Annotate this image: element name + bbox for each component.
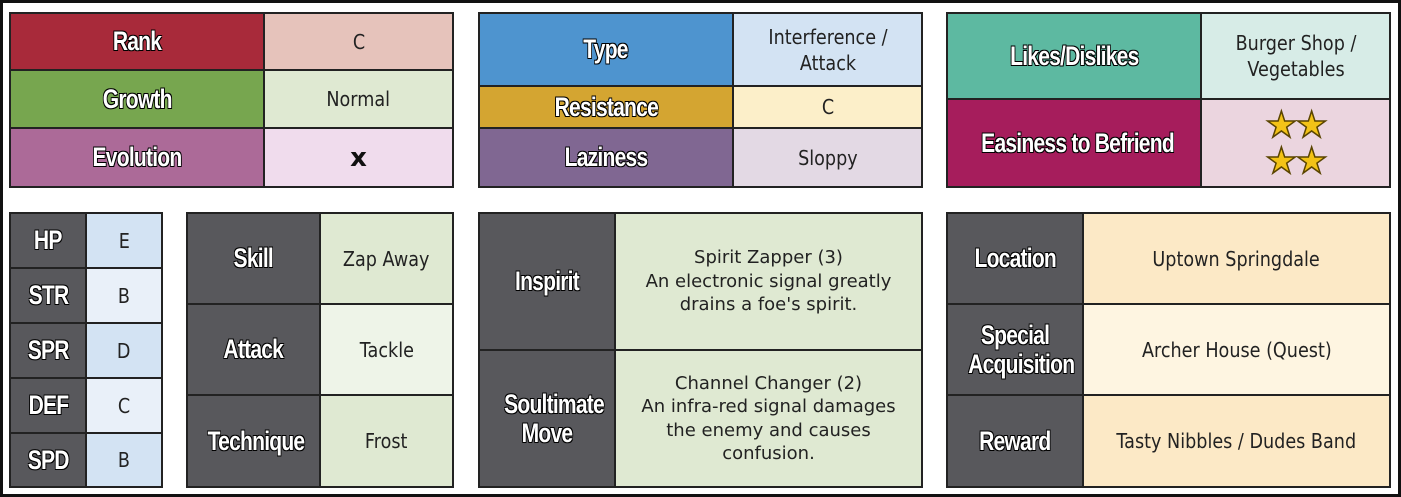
stat-label: STR [28,280,69,311]
befriend-stars: ★★★★ [1256,104,1336,181]
stat-grade-cell: C [85,377,163,434]
stat-grade: E [118,228,130,253]
location-label-cell: Location [946,212,1084,305]
acquisition-table: Location Uptown Springdale Special Acqui… [946,212,1391,488]
stat-grade-cell: E [85,212,163,269]
star-icon: ★★★★ [1264,104,1328,181]
stat-label-cell: SPR [9,322,87,379]
evolution-label-cell: Evolution [9,127,265,188]
rank-value: C [352,29,365,54]
rank-value-cell: C [263,12,454,71]
special-acquisition-value-cell: Archer House (Quest) [1082,303,1391,396]
inspirit-label: Inspirit [515,266,580,297]
growth-label: Growth [102,83,172,114]
likes-label: Likes/Dislikes [1009,40,1139,71]
likes-label-cell: Likes/Dislikes [946,12,1202,100]
stat-grade-cell: B [85,432,163,488]
befriend-label: Easiness to Befriend [981,127,1175,158]
growth-label-cell: Growth [9,69,265,129]
evolution-value-cell: x [263,127,454,188]
technique-label-cell: Technique [186,394,321,488]
growth-value: Normal [326,87,391,111]
laziness-value-cell: Sloppy [732,127,923,188]
attack-value: Tackle [359,337,414,362]
growth-value-cell: Normal [263,69,454,129]
likes-value-cell: Burger Shop / Vegetables [1200,12,1391,100]
stats-table: HP E STR B SPR D DEF C SPD B [9,212,163,488]
reward-value: Tasty Nibbles / Dudes Band [1116,429,1357,453]
stat-label-cell: HP [9,212,87,269]
stat-grade: D [117,338,131,363]
location-label: Location [974,243,1056,274]
stat-label-cell: STR [9,267,87,324]
stat-label-cell: SPD [9,432,87,488]
soultimate-value-cell: Channel Changer (2) An infra-red signal … [614,349,923,488]
laziness-label: Laziness [564,142,649,173]
technique-label: Technique [207,425,306,456]
resistance-value-cell: C [732,85,923,129]
skill-label-cell: Skill [186,212,321,305]
type-value: Interference / Attack [767,24,888,75]
befriend-label-cell: Easiness to Befriend [946,98,1202,188]
attack-label-cell: Attack [186,303,321,396]
location-value: Uptown Springdale [1152,246,1321,271]
type-table: Type Interference / Attack Resistance C … [478,12,923,188]
type-label-cell: Type [478,12,734,87]
rank-label: Rank [112,26,162,57]
special-acquisition-label: Special Acquisition [968,320,1075,379]
attack-value-cell: Tackle [319,303,454,396]
reward-label: Reward [979,425,1051,456]
special-acquisition-label-cell: Special Acquisition [946,303,1084,396]
reward-label-cell: Reward [946,394,1084,488]
location-value-cell: Uptown Springdale [1082,212,1391,305]
stat-label-cell: DEF [9,377,87,434]
special-moves-table: Inspirit Spirit Zapper (3) An electronic… [478,212,923,488]
rank-label-cell: Rank [9,12,265,71]
skill-label: Skill [233,243,274,274]
evolution-value: x [350,142,367,173]
technique-value: Frost [365,429,408,453]
stat-grade-cell: B [85,267,163,324]
skill-value-cell: Zap Away [319,212,454,305]
special-acquisition-value: Archer House (Quest) [1141,337,1332,362]
stat-grade: B [117,283,131,308]
attack-label: Attack [223,334,284,365]
stat-grade: B [117,448,131,472]
soultimate-label: Soultimate Move [504,389,605,448]
stat-label: SPR [27,335,70,366]
resistance-value: C [821,95,834,119]
likes-table: Likes/Dislikes Burger Shop / Vegetables … [946,12,1391,188]
reward-value-cell: Tasty Nibbles / Dudes Band [1082,394,1391,488]
inspirit-label-cell: Inspirit [478,212,616,351]
inspirit-name: Spirit Zapper (3) [694,247,843,269]
rank-table: Rank C Growth Normal Evolution x [9,12,454,188]
type-value-cell: Interference / Attack [732,12,923,87]
resistance-label-cell: Resistance [478,85,734,129]
type-label: Type [583,34,629,65]
moves-table: Skill Zap Away Attack Tackle Technique F… [186,212,454,488]
stat-label: SPD [27,444,70,475]
soultimate-label-cell: Soultimate Move [478,349,616,488]
laziness-label-cell: Laziness [478,127,734,188]
skill-value: Zap Away [343,246,430,271]
stat-grade-cell: D [85,322,163,379]
technique-value-cell: Frost [319,394,454,488]
soultimate-desc: An infra-red signal damages the enemy an… [641,396,896,464]
resistance-label: Resistance [554,91,658,122]
soultimate-name: Channel Changer (2) [674,372,863,394]
inspirit-value-cell: Spirit Zapper (3) An electronic signal g… [614,212,923,351]
stat-label: HP [34,225,62,256]
befriend-value-cell: ★★★★ [1200,98,1391,188]
likes-value: Burger Shop / Vegetables [1235,31,1356,81]
evolution-label: Evolution [92,142,183,173]
stat-label: DEF [28,390,69,421]
laziness-value: Sloppy [797,145,858,170]
inspirit-desc: An electronic signal greatly drains a fo… [645,270,892,316]
stat-grade: C [117,393,131,418]
